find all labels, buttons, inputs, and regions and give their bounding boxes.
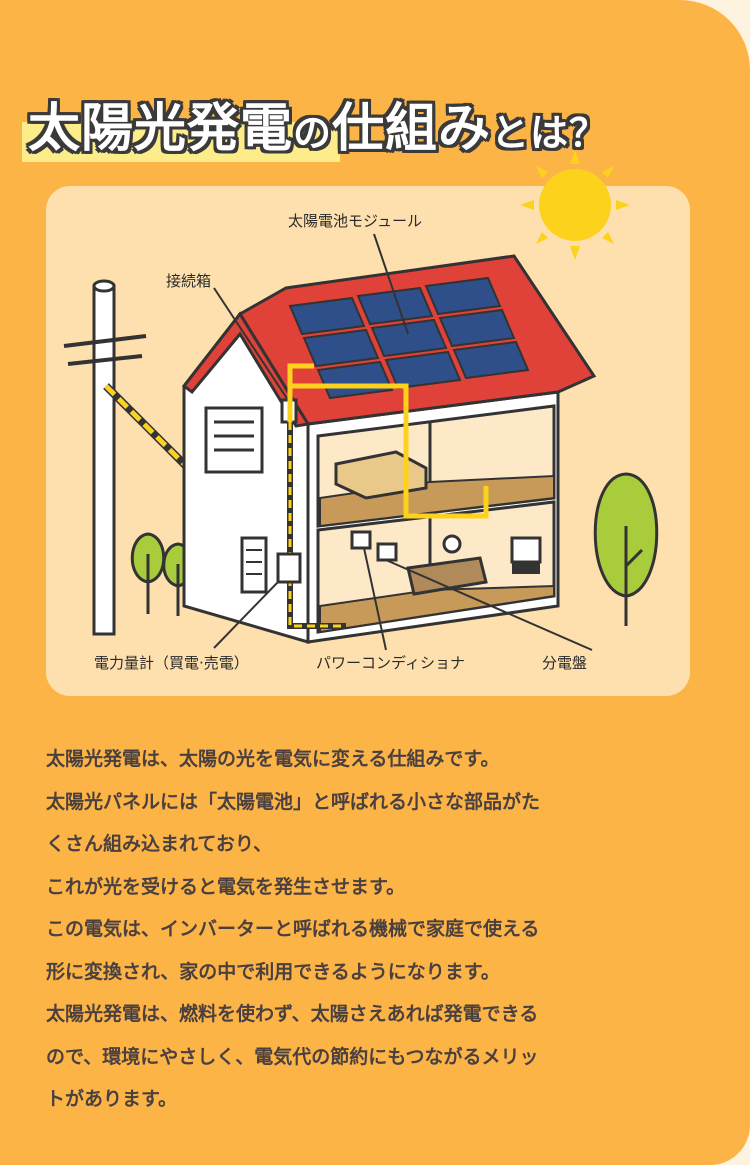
description: 太陽光発電は、太陽の光を電気に変える仕組みです。 太陽光パネルには「太陽電池」と… (46, 738, 706, 1121)
title-part2: の (293, 111, 333, 155)
tree-icon (593, 472, 659, 626)
description-line: トがあります。 (46, 1088, 178, 1110)
description-line: この電気は、インバーターと呼ばれる機械で家庭で使える (46, 918, 540, 940)
house-icon (63, 233, 659, 651)
label-module: 太陽電池モジュール (288, 212, 422, 230)
label-junction-box: 接続箱 (166, 272, 212, 290)
solar-panel-icon (288, 276, 530, 400)
utility-pole-icon (63, 279, 147, 636)
title-part1: 太陽光発電 (28, 99, 294, 159)
description-line: ので、環境にやさしく、電気代の節約にもつながるメリッ (46, 1045, 539, 1068)
label-meter: 電力量計（買電·売電） (94, 654, 249, 672)
description-line: くさん組み込まれており、 (46, 833, 273, 855)
description-line: 太陽光パネルには「太陽電池」と呼ばれる小さな部品がた (46, 790, 541, 813)
description-line: 太陽光発電は、燃料を使わず、太陽さえあれば発電できる (46, 1003, 539, 1025)
description-line: これが光を受けると電気を発生させます。 (46, 875, 406, 898)
label-power-conditioner: パワーコンディショナ (316, 654, 465, 672)
title-part4: とは？ (491, 111, 609, 155)
sun-icon (520, 150, 630, 260)
title-area: 太陽光発電の仕組みとは？ (22, 78, 742, 168)
title-highlight (22, 122, 340, 162)
title-part3: 仕組み (332, 99, 492, 159)
description-line: 形に変換され、家の中で利用できるようになります。 (46, 960, 500, 983)
illustration-panel: 太陽電池モジュール 接続箱 電力量計（買電·売電） パワーコンディショナ 分電盤 (46, 186, 690, 696)
page-title: 太陽光発電の仕組みとは？ (28, 86, 608, 161)
label-distribution-board: 分電盤 (542, 654, 588, 672)
description-line: 太陽光発電は、太陽の光を電気に変える仕組みです。 (46, 748, 500, 770)
